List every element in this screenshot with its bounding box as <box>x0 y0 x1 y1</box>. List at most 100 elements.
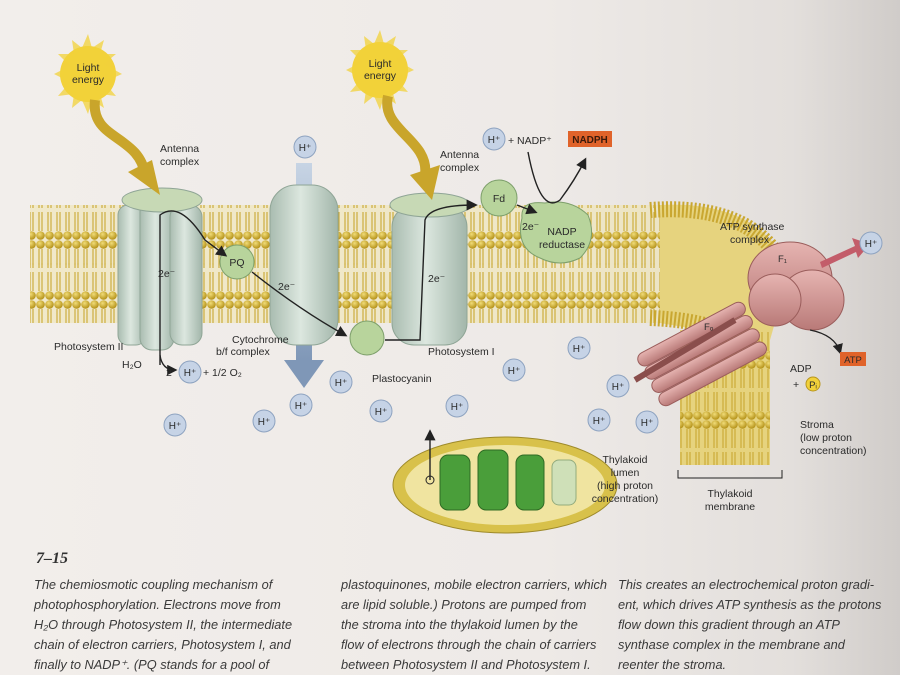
caption-line: finally to NADP⁺. (PQ stands for a pool … <box>34 657 270 672</box>
cytbf-label-b: b/f complex <box>216 346 270 358</box>
h-plus-label: H⁺ <box>612 382 625 393</box>
h-plus-label: H⁺ <box>641 418 654 429</box>
electron-path <box>159 210 228 365</box>
membrane-bracket <box>677 470 783 479</box>
caption-line: flow down this gradient through an ATP <box>618 617 840 632</box>
caption-line: between Photosystem II and Photosystem I… <box>341 657 591 672</box>
caption-column-2: plastoquinones, mobile electron carriers… <box>341 575 607 675</box>
pi-dot <box>805 376 821 392</box>
membrane-b: membrane <box>705 501 755 513</box>
atp-box <box>840 352 866 366</box>
h-plus-marker: H⁺ <box>859 231 883 255</box>
h-plus-marker: H⁺ <box>635 410 659 434</box>
antenna-label-2-a: Antenna <box>440 149 479 161</box>
h-plus-label: H⁺ <box>375 407 388 418</box>
photosystem-ii <box>117 187 203 351</box>
cytochrome-bf-complex <box>269 184 339 346</box>
two-label: 2 <box>166 367 172 379</box>
atp-synthase-b: complex <box>730 234 770 246</box>
nadph-box <box>568 131 612 147</box>
caption-line: H₂O through Photosystem II, the intermed… <box>34 617 293 632</box>
caption-line: reenter the stroma. <box>618 657 727 672</box>
atp-label: ATP <box>844 355 862 366</box>
membrane-a: Thylakoid <box>708 488 753 500</box>
stroma-b: (low proton <box>800 432 852 444</box>
caption-line: ent, which drives ATP synthesis as the p… <box>618 597 882 612</box>
h-plus-label: H⁺ <box>258 417 271 428</box>
antenna-label-2-b: complex <box>440 162 480 174</box>
pq-carrier <box>219 244 255 280</box>
fo-label: Fₒ <box>704 322 714 333</box>
caption-line: This creates an electrochemical proton g… <box>618 577 875 592</box>
h-plus-label: H⁺ <box>593 416 606 427</box>
chemiosmotic-diagram: H⁺ H⁺ H⁺ H⁺ H⁺ H⁺ H⁺ H⁺ H⁺ H⁺ H⁺ H⁺ H⁺ H⁺ H⁺ Light ene… <box>30 30 883 534</box>
half-o2-label: + 1/2 O₂ <box>203 367 242 379</box>
f1-label: F₁ <box>778 254 787 265</box>
h-plus-marker: H⁺ <box>293 135 317 159</box>
h-plus-label: H⁺ <box>335 378 348 389</box>
nadp-reductase <box>520 201 593 264</box>
photosystem-i <box>389 192 471 346</box>
h-plus-label: H⁺ <box>295 401 308 412</box>
h-plus-label: H⁺ <box>184 368 197 379</box>
nadp-eq-label: + NADP⁺ <box>508 135 552 147</box>
electron-path-3 <box>385 199 478 341</box>
h-plus-marker: H⁺ <box>163 413 187 437</box>
water-split-arrow <box>159 354 178 376</box>
psi-label: Photosystem I <box>428 346 495 358</box>
plus-label: + <box>793 379 799 391</box>
caption-line: flow of electrons through the chain of c… <box>341 637 597 652</box>
light-burst-2 <box>346 30 440 200</box>
light-burst-1 <box>54 34 160 195</box>
atp-synthase <box>633 238 870 407</box>
caption-line: chain of electron carriers, Photosystem … <box>34 637 291 652</box>
pi-label: Pᵢ <box>809 380 817 391</box>
h-plus-label: H⁺ <box>488 135 501 146</box>
h2o-label: H₂O <box>122 359 142 371</box>
atp-synthase-a: ATP synthase <box>720 221 785 233</box>
h-plus-marker: H⁺ <box>178 360 202 384</box>
light-label-1-a: Light <box>77 62 100 74</box>
h-plus-marker: H⁺ <box>329 370 353 394</box>
light-label-1-b: energy <box>72 74 105 86</box>
h-plus-marker: H⁺ <box>289 393 313 417</box>
h-plus-marker: H⁺ <box>502 358 526 382</box>
lumen-d: concentration) <box>592 493 659 505</box>
h-plus-marker: H⁺ <box>482 127 506 151</box>
adp-label: ADP <box>790 363 812 375</box>
h-plus-marker: H⁺ <box>567 336 591 360</box>
chloroplast-inset <box>392 429 618 534</box>
h-plus-marker: H⁺ <box>587 408 611 432</box>
electron-path-4 <box>516 203 538 215</box>
atp-arrow <box>809 329 843 355</box>
caption-line: the stroma into the thylakoid lumen by t… <box>341 617 578 632</box>
proton-markers: H⁺ H⁺ H⁺ H⁺ H⁺ H⁺ H⁺ H⁺ H⁺ H⁺ H⁺ H⁺ H⁺ H⁺ H⁺ <box>163 127 883 437</box>
plastocyanin-carrier <box>349 320 385 356</box>
light-label-2-b: energy <box>364 70 397 82</box>
h-plus-label: H⁺ <box>508 366 521 377</box>
cytbf-label-a: Cytochrome <box>232 334 289 346</box>
h-plus-marker: H⁺ <box>252 409 276 433</box>
plastocyanin-label: Plastocyanin <box>372 373 432 385</box>
caption-line: The chemiosmotic coupling mechanism of <box>34 577 273 592</box>
h-plus-label: H⁺ <box>299 143 312 154</box>
antenna-label-1-b: complex <box>160 156 200 168</box>
two-e-4: 2e⁻ <box>522 221 540 233</box>
figure-number: 7–15 <box>36 550 68 567</box>
caption-line: plastoquinones, mobile electron carriers… <box>341 577 608 592</box>
stroma-c: concentration) <box>800 445 867 457</box>
h-plus-marker: H⁺ <box>445 394 469 418</box>
antenna-label-1-a: Antenna <box>160 143 199 155</box>
two-e-2: 2e⁻ <box>278 281 296 293</box>
lumen-c: (high proton <box>597 480 653 492</box>
caption-line: synthase complex in the membrane and <box>618 637 845 652</box>
caption-column-3: This creates an electrochemical proton g… <box>618 575 881 675</box>
lumen-a: Thylakoid <box>603 454 648 466</box>
h-plus-label: H⁺ <box>169 421 182 432</box>
psii-label: Photosystem II <box>54 341 123 353</box>
fd-label: Fd <box>493 193 505 205</box>
h-plus-label: H⁺ <box>865 239 878 250</box>
caption-line: photophosphorylation. Electrons move fro… <box>34 597 281 612</box>
two-e-3: 2e⁻ <box>428 273 446 285</box>
